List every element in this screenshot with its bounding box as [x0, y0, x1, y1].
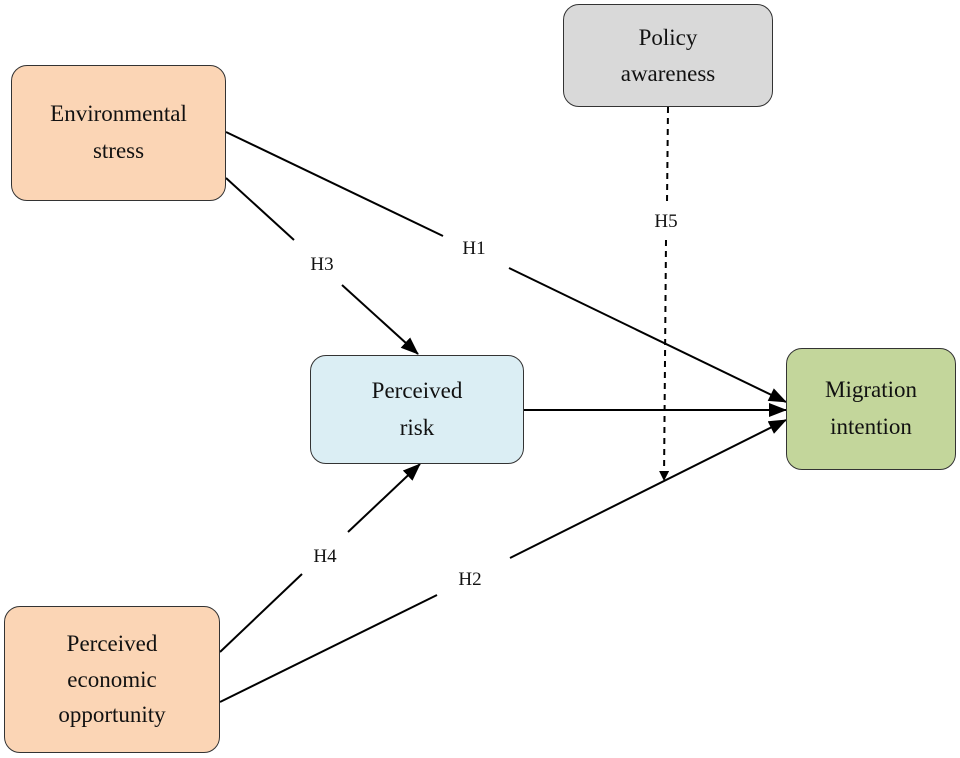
edge-h3-segment-1	[225, 177, 295, 241]
edge-label-h1: H1	[462, 238, 486, 259]
node-environmental-stress: Environmental stress	[11, 65, 226, 201]
edge-label-h4: H4	[313, 546, 337, 567]
edge-h3-segment-2	[341, 284, 419, 355]
edge-h2-segment-1	[219, 594, 438, 703]
node-perceived-risk: Perceived risk	[310, 355, 524, 464]
edge-label-h2: H2	[458, 569, 482, 590]
edge-h5-segment-2	[659, 239, 670, 481]
edge-h1-segment-2	[508, 267, 787, 403]
edge-h4-segment-2	[347, 463, 421, 533]
node-migration-intention: Migration intention	[786, 348, 956, 470]
edge-h1-segment-1	[225, 131, 444, 237]
edge-h2-segment-2	[509, 419, 787, 559]
node-policy-awareness: Policy awareness	[563, 4, 773, 107]
node-perceived-economic-opportunity: Perceived economic opportunity	[4, 606, 220, 753]
edge-label-h3: H3	[310, 254, 334, 275]
edge-h4-segment-1	[219, 573, 303, 653]
edge-label-h5: H5	[654, 211, 678, 232]
edge-h5-segment-1	[666, 106, 669, 204]
